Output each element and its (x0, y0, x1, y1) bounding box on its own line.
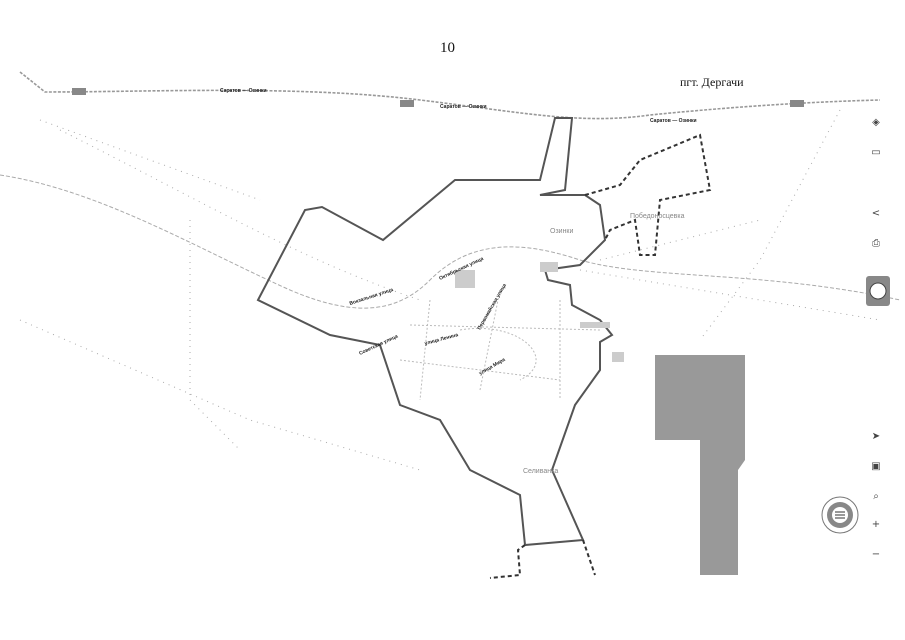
ruler-icon[interactable]: ▭ (871, 146, 881, 158)
street-label: улица Ленина (424, 332, 459, 347)
minor-paths (19, 109, 881, 471)
town-label: пгт. Дергачи (680, 75, 744, 89)
road-label: Саратов — Озинки (440, 104, 487, 110)
field-area (655, 355, 745, 575)
settlement-boundary (256, 117, 614, 547)
road-badge (72, 88, 86, 95)
railway (0, 174, 901, 309)
search-zoom-icon[interactable]: ⌕ (873, 490, 879, 502)
menu-button[interactable] (821, 496, 859, 534)
layers-icon[interactable]: ◈ (872, 116, 880, 128)
share-icon[interactable]: < (871, 207, 881, 219)
zoom-out-icon[interactable]: − (871, 548, 881, 560)
district-boundary (489, 539, 596, 579)
map-mode-icon[interactable]: ▣ (871, 460, 881, 472)
place-label: Озинки (550, 228, 573, 235)
district-boundary (584, 133, 712, 256)
place-label: Селиванка (523, 468, 558, 475)
streets (399, 289, 601, 401)
navigate-icon[interactable]: ➤ (871, 430, 881, 442)
road-badge (400, 100, 414, 107)
street-label: Советская улица (358, 334, 399, 357)
highway-road (19, 71, 881, 120)
street-label: Первомайская улица (476, 282, 508, 331)
street-label: Вокзальная улица (349, 287, 394, 307)
panorama-button[interactable] (866, 276, 890, 306)
buildings (455, 262, 624, 362)
road-label: Саратов — Озинки (650, 118, 697, 124)
zoom-in-icon[interactable]: + (871, 518, 881, 530)
print-icon[interactable]: ⎙ (872, 237, 880, 249)
street-label: улица Мира (478, 357, 507, 377)
road-badge (790, 100, 804, 107)
place-label: Победоносцевка (630, 212, 685, 220)
page-number: 10 (440, 40, 455, 56)
road-label: Саратов — Озинки (220, 88, 267, 94)
